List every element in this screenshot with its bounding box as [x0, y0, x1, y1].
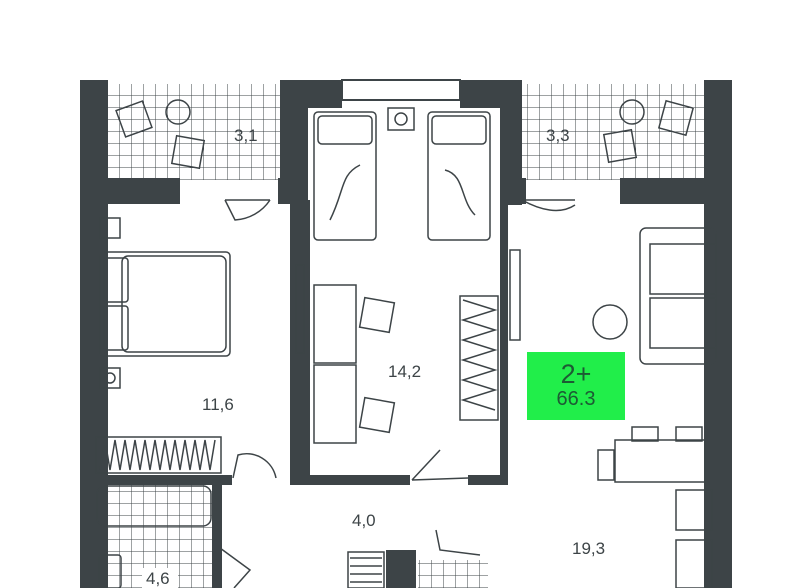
fan-icon: [394, 112, 408, 126]
walls: [80, 80, 732, 588]
room-area-hallway: 4,0: [352, 511, 376, 530]
dining-table: [614, 439, 706, 483]
desk: [313, 284, 357, 364]
rooms-label: 2+: [560, 359, 592, 389]
sofa: [639, 227, 717, 365]
wc-floor: [418, 560, 488, 588]
single-bed-right: [427, 111, 491, 241]
bathtub: [96, 485, 212, 527]
window: [341, 79, 461, 101]
room-area-living-kitchen: 19,3: [572, 539, 605, 558]
room-area-bathroom: 4,6: [146, 569, 170, 588]
total-area: 66.3: [556, 388, 596, 410]
single-bed-left: [313, 111, 377, 241]
balcony-left-floor: [108, 84, 280, 180]
bathroom-label-backdrop: [142, 568, 178, 588]
double-bed: [99, 251, 231, 357]
coffee-table: [592, 304, 628, 340]
room-area-bedroom-center: 14,2: [388, 362, 421, 381]
room-area-balcony-left: 3,1: [234, 126, 258, 145]
room-area-bedroom-left: 11,6: [202, 395, 234, 414]
wardrobe: [95, 436, 222, 474]
furniture: [95, 99, 717, 588]
room-area-balcony-right: 3,3: [546, 126, 570, 145]
apartment-badge: 2+ 66.3: [527, 352, 625, 420]
